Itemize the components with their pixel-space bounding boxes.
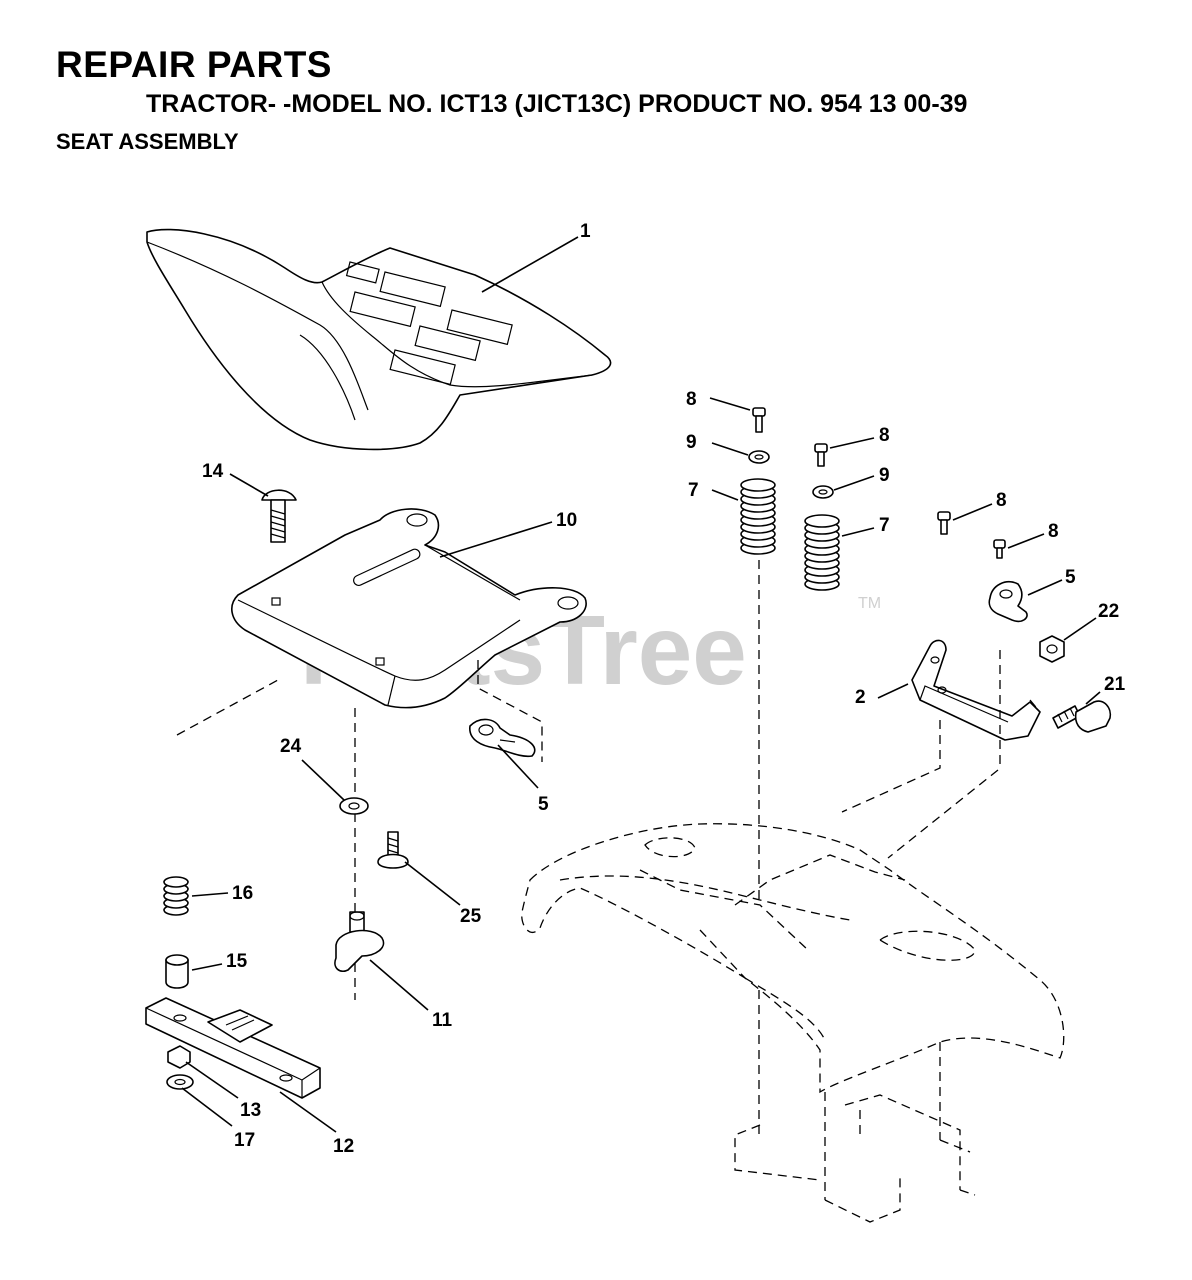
knob-part[interactable]: [334, 911, 385, 973]
seat-pan-part[interactable]: [231, 508, 587, 709]
page-title: REPAIR PARTS: [56, 44, 332, 85]
callout-8-b: 8: [879, 425, 890, 446]
callout-2: 2: [855, 687, 866, 708]
clip-right-part[interactable]: [988, 581, 1028, 623]
small-spring-part[interactable]: [163, 876, 189, 916]
screw-8c-part[interactable]: [937, 511, 951, 535]
washer-24-part[interactable]: [339, 797, 369, 815]
callout-12: 12: [333, 1136, 354, 1157]
callout-8-d: 8: [1048, 521, 1059, 542]
bolt-21-part[interactable]: [1052, 700, 1112, 733]
screw-25-part[interactable]: [377, 831, 409, 869]
callout-14: 14: [202, 461, 224, 482]
section-heading: SEAT ASSEMBLY: [56, 129, 239, 154]
callout-8-c: 8: [996, 490, 1007, 511]
callout-13: 13: [240, 1100, 261, 1121]
nut-13-part[interactable]: [167, 1045, 191, 1069]
nut-22-part[interactable]: [1039, 635, 1065, 663]
callout-9-b: 9: [879, 465, 890, 486]
callout-24: 24: [280, 736, 302, 757]
callout-7-right: 7: [879, 515, 890, 536]
callout-10: 10: [556, 510, 577, 531]
callout-22: 22: [1098, 601, 1119, 622]
spring-7-left-part[interactable]: [740, 478, 776, 555]
callout-5-left: 5: [538, 794, 549, 815]
callout-5-right: 5: [1065, 567, 1076, 588]
fender-reference: [521, 823, 1065, 1223]
screw-8d-part[interactable]: [993, 539, 1006, 559]
callout-21: 21: [1104, 674, 1126, 695]
watermark-tm: TM: [858, 595, 881, 612]
seat-part[interactable]: [146, 228, 612, 451]
washer-17-part[interactable]: [166, 1074, 194, 1090]
slide-plate-part[interactable]: [145, 997, 321, 1099]
clip-left-part[interactable]: [469, 718, 536, 758]
callout-11: 11: [432, 1010, 453, 1031]
callout-17: 17: [234, 1130, 255, 1151]
screw-8b-part[interactable]: [814, 443, 828, 467]
bracket-part[interactable]: [911, 639, 1041, 741]
callout-15: 15: [226, 951, 248, 972]
callout-9-a: 9: [686, 432, 697, 453]
washer-9a-part[interactable]: [748, 450, 770, 464]
spring-7-right-part[interactable]: [804, 514, 840, 591]
carriage-bolt-part[interactable]: [261, 489, 297, 543]
washer-9b-part[interactable]: [812, 485, 834, 499]
spacer-part[interactable]: [165, 954, 189, 989]
callout-8-a: 8: [686, 389, 697, 410]
model-number-heading: TRACTOR- -MODEL NO. ICT13 (JICT13C) PROD…: [146, 90, 968, 118]
screw-8a-part[interactable]: [752, 407, 766, 433]
callout-1: 1: [580, 221, 591, 242]
callout-16: 16: [232, 883, 253, 904]
callout-25: 25: [460, 906, 482, 927]
callout-7-left: 7: [688, 480, 699, 501]
